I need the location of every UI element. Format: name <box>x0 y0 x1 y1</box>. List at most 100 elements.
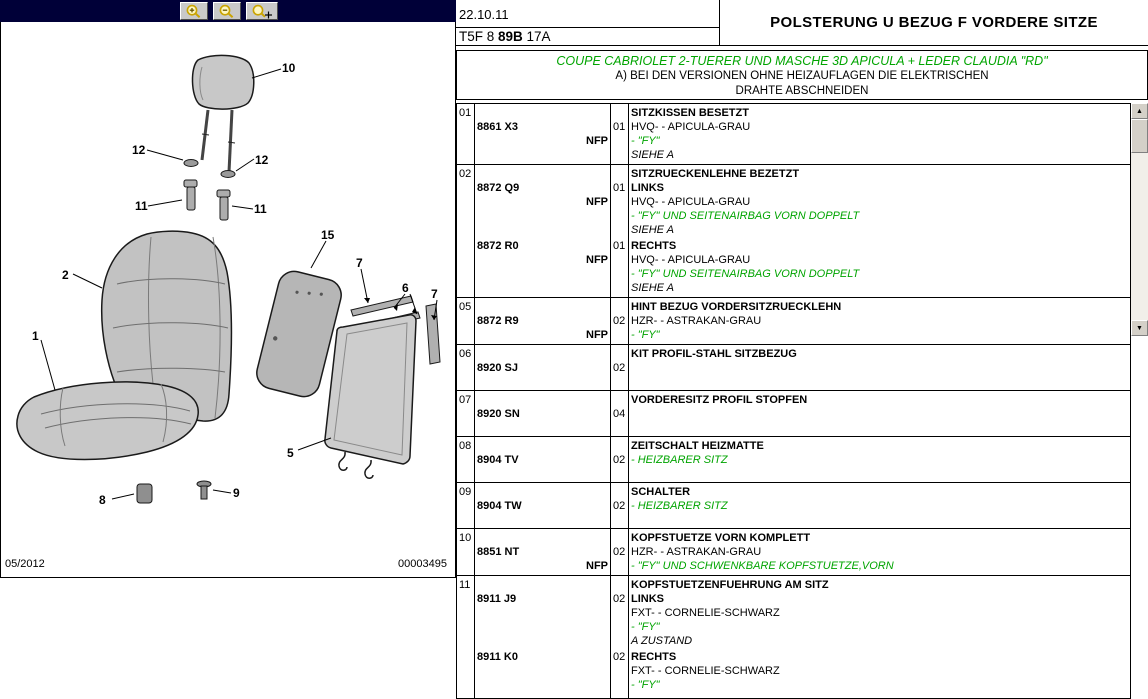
position-number: 11 <box>459 579 471 591</box>
row-filler <box>457 342 1130 344</box>
description-line: - "FY" <box>631 621 660 633</box>
quantity: 02 <box>613 593 626 605</box>
description-line: HVQ- - APICULA-GRAU <box>631 121 751 133</box>
pos-cell: 09 <box>457 483 475 513</box>
type-code: T5F 8 89B 17A <box>456 28 719 44</box>
part-number: 8911 J9 <box>477 593 517 605</box>
vertical-scrollbar[interactable]: ▲ ▼ <box>1131 103 1148 336</box>
description-line: LINKS <box>631 593 664 605</box>
desc-cell: ZEITSCHALT HEIZMATTE- HEIZBARER SITZ <box>629 437 1130 467</box>
position-number: 10 <box>459 532 472 544</box>
description-line: VORDERESITZ PROFIL STOPFEN <box>631 394 808 406</box>
position-number: 01 <box>459 107 472 119</box>
part-cell: 8911 K0 <box>475 648 611 692</box>
callout-10[interactable]: 10 <box>282 61 296 75</box>
description-line: - "FY" UND SEITENAIRBAG VORN DOPPELT <box>631 268 860 280</box>
description-line: RECHTS <box>631 240 677 252</box>
quantity: 02 <box>613 500 626 512</box>
callout-9[interactable]: 9 <box>233 486 240 500</box>
page-title: POLSTERUNG U BEZUG F VORDERE SITZE <box>770 14 1098 31</box>
row-filler <box>457 295 1130 297</box>
description-line: SIEHE A <box>631 224 674 236</box>
description-line: HZR- - ASTRAKAN-GRAU <box>631 546 762 558</box>
callout-11-right[interactable]: 11 <box>254 202 267 216</box>
callout-15[interactable]: 15 <box>321 228 335 242</box>
desc-cell: SCHALTER- HEIZBARER SITZ <box>629 483 1130 513</box>
qty-cell: 02 <box>611 648 629 692</box>
row-filler <box>457 467 1130 482</box>
callout-7-left[interactable]: 7 <box>356 256 363 270</box>
callout-2[interactable]: 2 <box>62 268 69 282</box>
callout-6[interactable]: 6 <box>402 281 409 295</box>
callout-12-right[interactable]: 12 <box>255 153 269 167</box>
description-line: RECHTS <box>631 651 677 663</box>
callout-11-left[interactable]: 11 <box>135 199 148 213</box>
description-line: SITZRUECKENLEHNE BEZETZT <box>631 168 800 180</box>
part-number: 8904 TW <box>477 500 522 512</box>
type-code-suffix: 17A <box>522 29 551 44</box>
pos-cell: 05 <box>457 298 475 342</box>
callout-7-right[interactable]: 7 <box>431 287 438 301</box>
pos-cell <box>457 237 475 295</box>
scrollbar-thumb[interactable] <box>1131 119 1148 153</box>
quantity: 01 <box>613 182 626 194</box>
scroll-up-button[interactable]: ▲ <box>1131 103 1148 119</box>
position-number: 08 <box>459 440 472 452</box>
variant-note: COUPE CABRIOLET 2-TUERER UND MASCHE 3D A… <box>456 50 1148 100</box>
figure-number: 00003495 <box>398 558 447 570</box>
part-cell: 8920 SJ <box>475 345 611 375</box>
zoom-area-button[interactable] <box>246 2 278 20</box>
pos-cell: 01 <box>457 104 475 162</box>
qty-cell: 02 <box>611 576 629 648</box>
callout-1[interactable]: 1 <box>32 329 39 343</box>
desc-cell: KIT PROFIL-STAHL SITZBEZUG <box>629 345 1130 375</box>
description-line: A ZUSTAND <box>631 635 693 647</box>
callout-8[interactable]: 8 <box>99 493 106 507</box>
part-number: 8920 SN <box>477 408 520 420</box>
row-filler <box>457 513 1130 528</box>
variant-note-line3: DRAHTE ABSCHNEIDEN <box>735 85 869 97</box>
diagram-date: 05/2012 <box>5 558 45 570</box>
nfp-flag: NFP <box>586 196 608 208</box>
description-line: - "FY" UND SEITENAIRBAG VORN DOPPELT <box>631 210 860 222</box>
down-arrow-icon: ▼ <box>1136 324 1143 332</box>
up-arrow-icon: ▲ <box>1136 107 1143 115</box>
part-cell: 8904 TV <box>475 437 611 467</box>
callout-12-left[interactable]: 12 <box>132 143 146 157</box>
description-line: FXT- - CORNELIE-SCHWARZ <box>631 607 780 619</box>
description-line: HINT BEZUG VORDERSITZRUECKLEHN <box>631 301 842 313</box>
part-number: 8904 TV <box>477 454 519 466</box>
callout-5[interactable]: 5 <box>287 446 294 460</box>
zoom-out-button[interactable] <box>213 2 241 20</box>
zoom-in-button[interactable] <box>180 2 208 20</box>
part-cell: 8904 TW <box>475 483 611 513</box>
type-code-bold: 89B <box>498 29 523 44</box>
part-cell: 8920 SN <box>475 391 611 421</box>
part-number: 8851 NT <box>477 546 520 558</box>
nfp-flag: NFP <box>586 135 608 147</box>
seat-exploded-drawing <box>16 54 441 504</box>
description-line: HVQ- - APICULA-GRAU <box>631 196 751 208</box>
scroll-down-button[interactable]: ▼ <box>1131 320 1148 336</box>
qty-cell: 02 <box>611 529 629 573</box>
pos-cell: 11 <box>457 576 475 648</box>
